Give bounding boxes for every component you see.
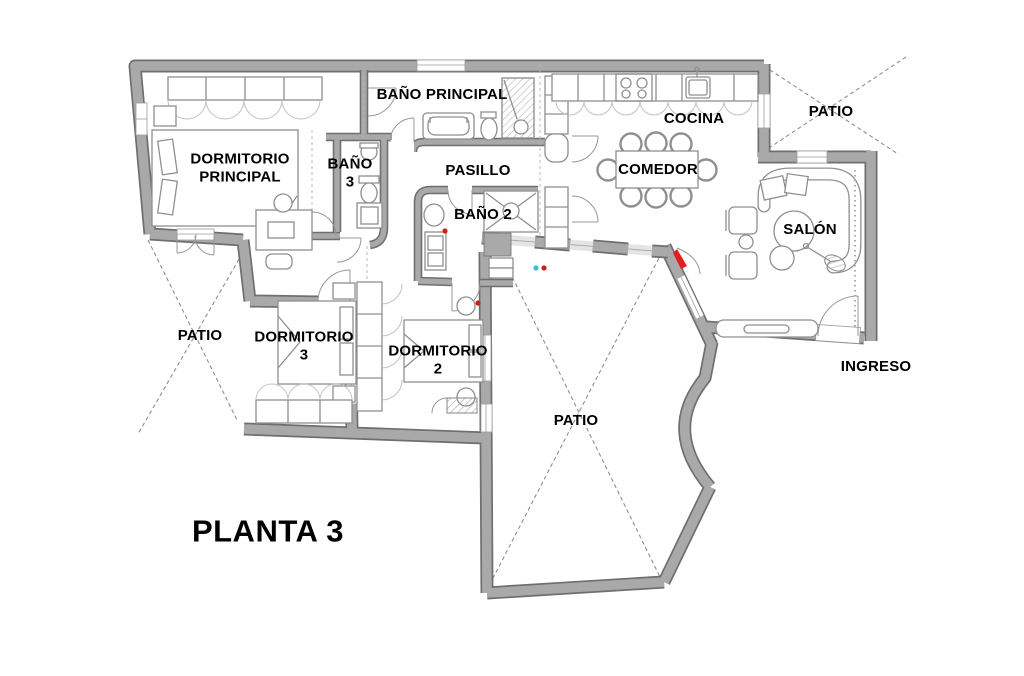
room-label-dormitorio-principal: DORMITORIO PRINCIPAL bbox=[190, 150, 290, 185]
toilet-icon bbox=[358, 175, 380, 204]
toilet-icon bbox=[480, 111, 498, 141]
shower-icon bbox=[483, 190, 539, 233]
service-markers bbox=[442, 228, 547, 306]
armchair-icon bbox=[725, 206, 758, 235]
side-table-icon bbox=[738, 234, 754, 250]
bed-icon bbox=[277, 300, 357, 385]
dormitorio-2-furniture bbox=[403, 296, 484, 414]
storage-cabinets bbox=[544, 75, 569, 249]
room-label-comedor: COMEDOR bbox=[618, 161, 698, 179]
plan-title: PLANTA 3 bbox=[191, 513, 345, 549]
bano-3-fixtures bbox=[356, 142, 383, 229]
patio-cross-lines-left bbox=[137, 239, 247, 435]
vanity-icon bbox=[424, 231, 447, 271]
interior-walls bbox=[312, 70, 545, 283]
entry-bench-icon bbox=[715, 319, 819, 338]
wardrobe-icon bbox=[167, 76, 323, 120]
section-dashed-lines bbox=[311, 64, 541, 282]
wardrobe-icon bbox=[255, 383, 353, 424]
room-label-cocina: COCINA bbox=[663, 110, 725, 128]
room-label-dormitorio-3: DORMITORIO 3 bbox=[254, 328, 354, 363]
kitchen-sink-icon bbox=[685, 66, 711, 99]
room-label-ingreso: INGRESO bbox=[840, 358, 912, 376]
room-label-patio-left: PATIO bbox=[177, 327, 223, 345]
patio-cross-lines-top-right bbox=[763, 56, 907, 155]
bano-principal-fixtures bbox=[422, 77, 535, 141]
comedor-furniture bbox=[596, 131, 718, 209]
patio-cross-lines-bottom bbox=[491, 251, 663, 582]
door-arcs bbox=[176, 87, 859, 414]
door-gap bbox=[390, 140, 414, 153]
salon-furniture bbox=[673, 170, 855, 338]
bed-icon bbox=[403, 319, 484, 383]
red-door-leaf bbox=[673, 247, 701, 275]
round-table-icon bbox=[773, 210, 815, 252]
room-label-bano-2: BAÑO 2 bbox=[454, 206, 512, 224]
bano-2-fixtures bbox=[423, 190, 539, 279]
shelf-icon bbox=[488, 257, 514, 269]
room-label-pasillo: PASILLO bbox=[445, 162, 511, 180]
kitchen-counter bbox=[551, 73, 759, 116]
wall-corner-block bbox=[483, 232, 512, 257]
dining-table-icon bbox=[615, 150, 699, 189]
cocina-furniture bbox=[551, 66, 759, 116]
stove-icon bbox=[615, 73, 653, 102]
nightstand-icon bbox=[153, 105, 177, 127]
window-diagonal-salon bbox=[677, 275, 704, 319]
pillow-icon bbox=[759, 174, 788, 201]
washer-icon bbox=[356, 202, 383, 229]
desk-icon bbox=[255, 193, 313, 270]
side-table-icon bbox=[456, 296, 476, 316]
dormitorio-principal-furniture bbox=[151, 76, 323, 270]
room-label-dormitorio-2: DORMITORIO 2 bbox=[388, 342, 488, 377]
dormitorio-3-furniture bbox=[255, 281, 403, 424]
room-label-patio-bottom: PATIO bbox=[553, 412, 599, 430]
shower-icon bbox=[501, 77, 535, 139]
room-label-bano-principal: BAÑO PRINCIPAL bbox=[376, 86, 508, 104]
window-band-comedor bbox=[481, 233, 669, 257]
windows bbox=[135, 59, 861, 433]
room-label-bano-3: BAÑO 3 bbox=[327, 155, 373, 190]
bathtub-icon bbox=[422, 112, 475, 140]
wardrobe-icon bbox=[356, 281, 403, 412]
sink-icon bbox=[423, 203, 445, 227]
floor-lamp-icon bbox=[802, 242, 846, 272]
armchair-icon bbox=[725, 251, 758, 280]
room-label-salon: SALÓN bbox=[783, 221, 837, 239]
room-label-patio-top: PATIO bbox=[808, 103, 854, 121]
nightstand-icon bbox=[332, 282, 356, 300]
door-mat bbox=[446, 397, 478, 414]
